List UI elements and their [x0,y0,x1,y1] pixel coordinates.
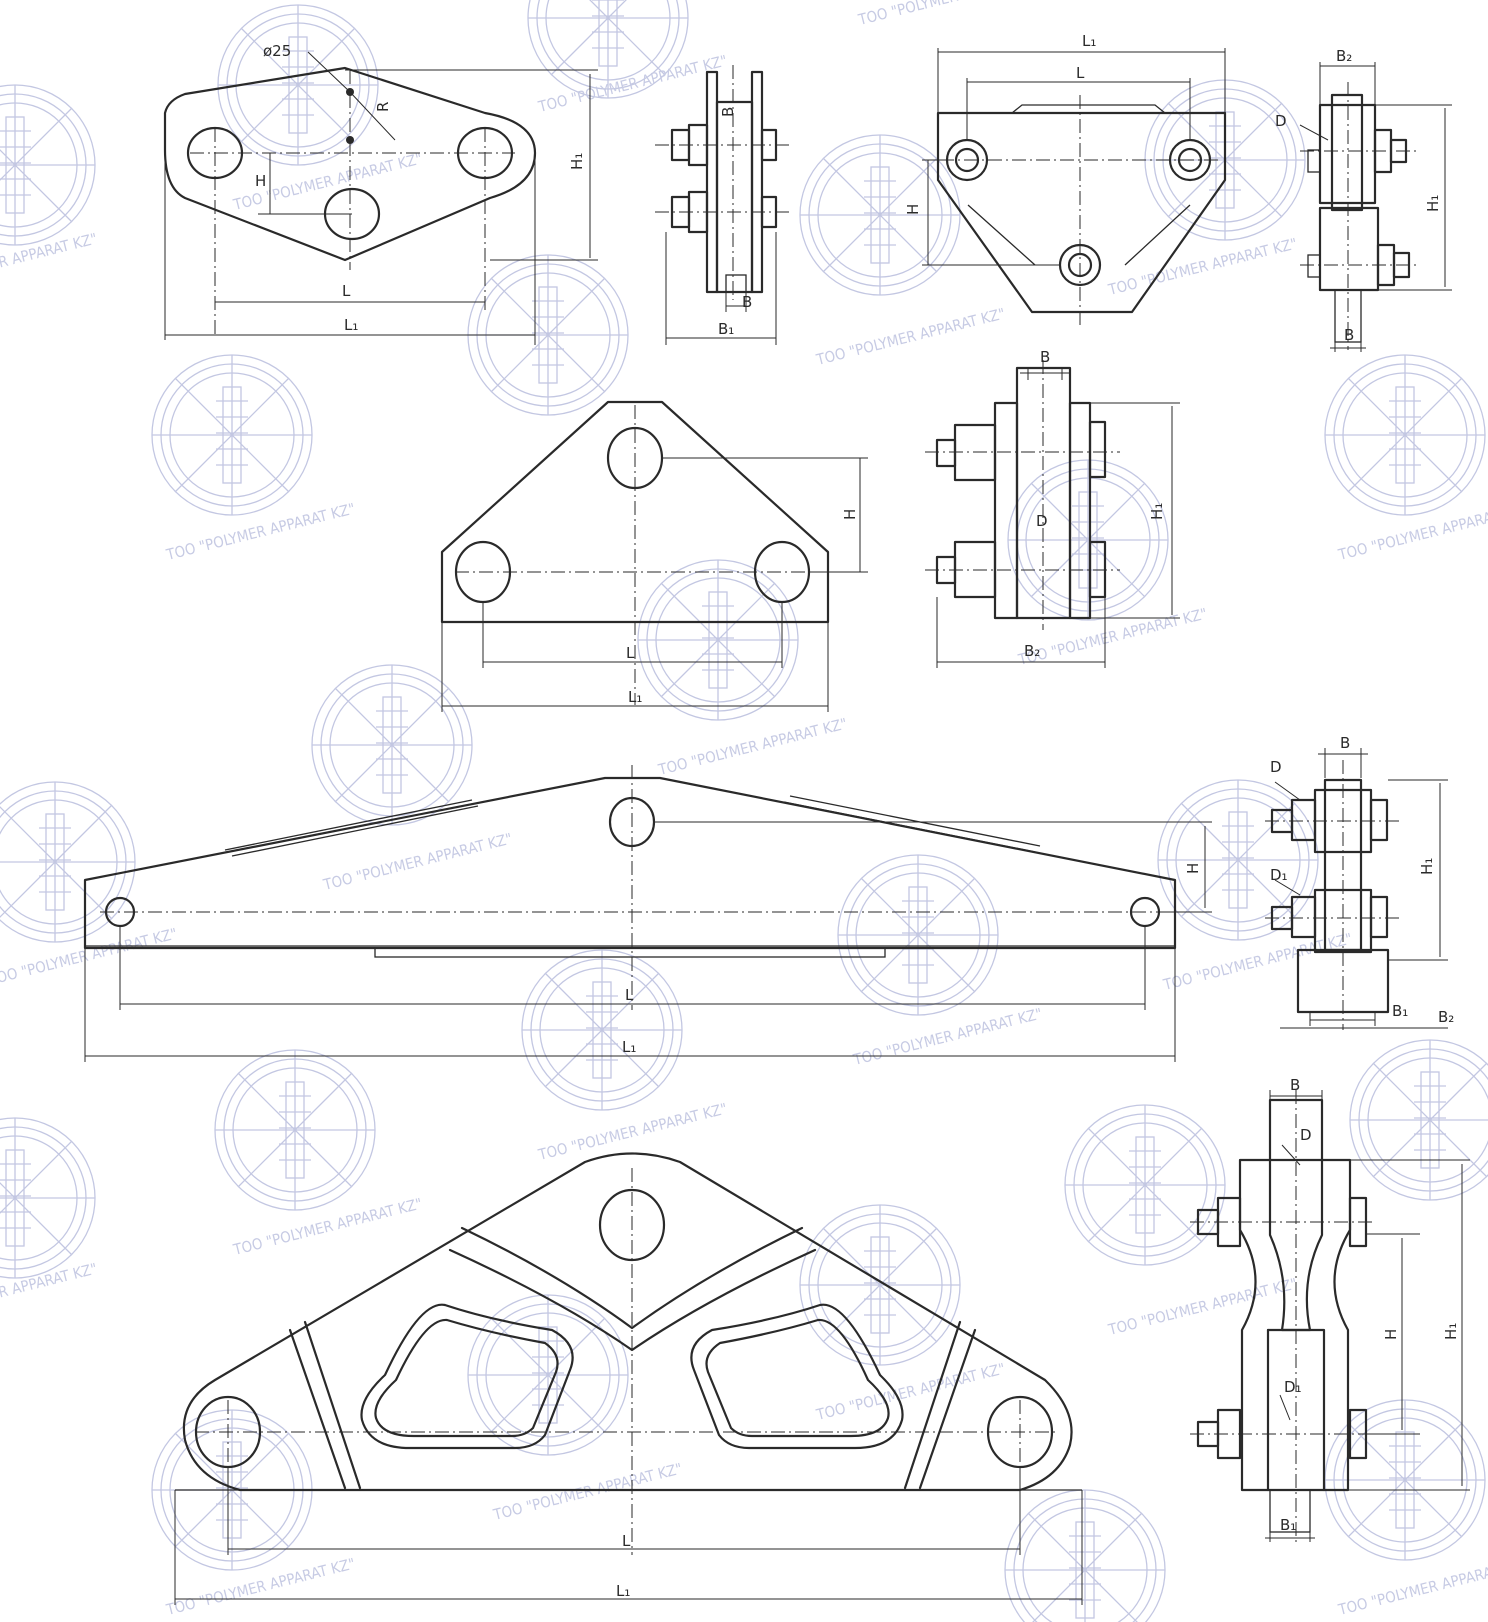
fig4-side-view: B D D₁ H₁ B₁ B₂ [1265,734,1454,1030]
fig4-front-view: H L L₁ [83,765,1212,1062]
watermark-seal [521,949,683,1111]
fig4-l1-label: L₁ [622,1038,636,1056]
watermark-seal [0,1117,96,1279]
watermark-seal [0,84,96,246]
fig5-b1-label: B₁ [1280,1516,1296,1534]
fig3-h-label: H [841,509,859,520]
watermark-text: TOO "POLYMER APPARAT KZ" [1336,500,1488,565]
fig5-front-view: L L₁ [174,1152,1083,1605]
watermark-text: TOO "POLYMER APPARAT KZ" [1336,1555,1488,1620]
fig2-front-view: L₁ L H [904,32,1227,325]
watermark-text: TOO "POLYMER APPARAT KZ" [491,1460,684,1525]
watermark-seal [799,1204,961,1366]
watermark-seal [214,1049,376,1211]
fig4-h1-label: H₁ [1418,858,1436,875]
watermark-seal [1007,459,1169,621]
fig3-b-label: B [1040,348,1050,366]
fig2-side-view: B₂ D H₁ B [1275,47,1452,352]
fig1-radius-label: R [374,102,392,112]
fig5-h-label: H [1382,1329,1400,1340]
fig3-b2-label: B₂ [1024,642,1040,660]
fig2-h1-label: H₁ [1424,195,1442,212]
fig4-d-label: D [1270,758,1282,776]
fig2-b2-label: B₂ [1336,47,1352,65]
fig5-b-label: B [1290,1076,1300,1094]
watermark-seal [0,781,136,943]
fig3-d-label: D [1036,512,1048,530]
fig4-l-label: L [625,986,634,1004]
watermark-text: TOO "POLYMER APPARAT KZ" [856,0,1049,29]
fig1-front-view: ø25 R H H₁ L L₁ [163,42,598,345]
watermark-text: TOO "POLYMER APPARAT KZ" [656,715,849,780]
figure-4-beam-yoke: H L L₁ B D D₁ H₁ B₁ B₂ [83,734,1454,1062]
figure-3-triangular-plate: H L L₁ B H₁ D B₂ [440,348,1180,712]
fig2-d-label: D [1275,112,1287,130]
fig1-side-view: B B B₁ [655,65,790,345]
watermark-text: TOO "POLYMER APPARAT KZ" [1106,235,1299,300]
fig1-h1-label: H₁ [568,153,586,170]
watermark-seal [837,854,999,1016]
fig4-b2-label: B₂ [1438,1008,1454,1026]
fig3-side-view: B H₁ D B₂ [925,348,1180,668]
fig5-side-view: B D H H₁ D₁ B₁ [1190,1076,1470,1545]
figure-5-large-yoke: L L₁ B D H H₁ D₁ B₁ [174,1076,1470,1605]
fig3-l1-label: L₁ [628,688,642,706]
watermark-seal [151,354,313,516]
watermark-seal [1004,1489,1166,1622]
fig5-l1-label: L₁ [616,1582,630,1600]
watermark-seal [1157,779,1319,941]
fig3-front-view: H L L₁ [440,400,868,712]
watermark-seal [311,664,473,826]
fig2-l1-label: L₁ [1082,32,1096,50]
fig1-b1-label: B₁ [718,320,734,338]
fig5-h1-label: H₁ [1442,1323,1460,1340]
watermark-text: TOO "POLYMER APPARAT KZ" [231,1195,424,1260]
fig3-l-label: L [626,644,635,662]
watermark-text: TOO "POLYMER APPARAT KZ" [321,830,514,895]
fig1-l1-label: L₁ [344,316,358,334]
fig4-d1-label: D₁ [1270,866,1288,884]
watermark-seal [637,559,799,721]
fig4-b1-label: B₁ [1392,1002,1408,1020]
fig1-h-label: H [255,172,266,190]
figure-1-yoke-plate: ø25 R H H₁ L L₁ B B B₁ [163,42,790,345]
watermark-seal [1064,1104,1226,1266]
watermark-seal [1349,1039,1488,1201]
watermark-seal [799,134,961,296]
fig1-hole-label: ø25 [263,42,291,60]
watermark-text: TOO "POLYMER APPARAT KZ" [814,1360,1007,1425]
fig5-l-label: L [622,1532,631,1550]
fig1-b-label-bottom: B [742,293,752,311]
fig3-h1-label: H₁ [1148,503,1166,520]
fig5-d-label: D [1300,1126,1312,1144]
fig2-h-label: H [904,204,922,215]
fig1-l-label: L [342,282,351,300]
figure-2-triangular-yoke: L₁ L H B₂ D H₁ B [904,32,1452,352]
fig5-d1-label: D₁ [1284,1378,1302,1396]
fig4-b-label: B [1340,734,1350,752]
watermark-text: TOO "POLYMER APPARAT KZ" [851,1005,1044,1070]
fig2-b-label: B [1344,326,1354,344]
watermark-text: TOO "POLYMER APPARAT KZ" [814,305,1007,370]
fig4-h-label: H [1184,863,1202,874]
fig2-l-label: L [1076,64,1085,82]
watermark-seal [1324,354,1486,516]
watermark-text: TOO "POLYMER APPARAT KZ" [1016,605,1209,670]
fig1-b-label: B [719,107,737,117]
